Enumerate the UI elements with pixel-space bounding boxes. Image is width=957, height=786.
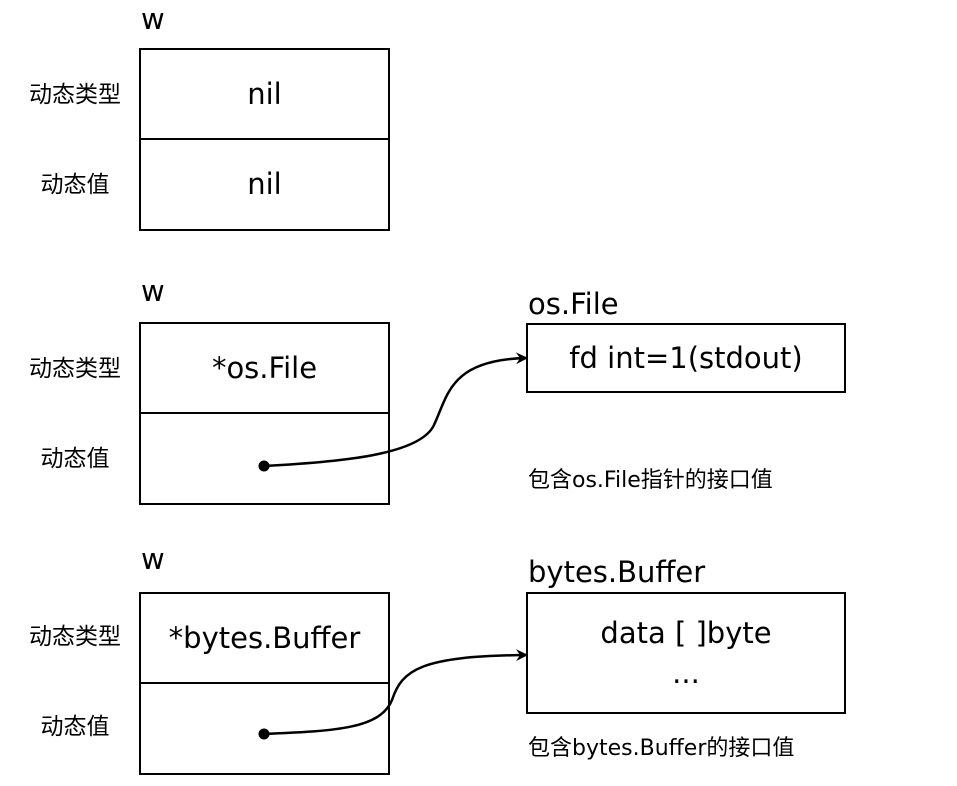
bytes-buffer-struct-box: data [ ]byte ... (526, 592, 846, 714)
diagram-caption: 包含os.File指针的接口值 (528, 468, 773, 493)
interface-value-box: *os.File (139, 322, 390, 505)
interface-value-box: *bytes.Buffer (139, 592, 390, 775)
dynamic-type-label: 动态类型 (29, 624, 121, 650)
dynamic-value-label: 动态值 (40, 714, 110, 740)
dynamic-value-cell: nil (247, 167, 282, 201)
dynamic-type-label: 动态类型 (29, 356, 121, 382)
var-name-w: w (141, 274, 165, 308)
struct-field: data [ ]byte (600, 616, 772, 650)
var-name-w: w (141, 2, 165, 36)
var-name-w: w (141, 542, 165, 576)
dynamic-type-label: 动态类型 (29, 82, 121, 108)
interface-value-box: nil nil (139, 48, 390, 231)
struct-field: fd int=1(stdout) (569, 341, 803, 375)
dynamic-type-cell: nil (141, 50, 388, 140)
dynamic-value-label: 动态值 (40, 446, 110, 472)
pointer-arrow-os-file (263, 352, 528, 468)
target-type-title: os.File (528, 287, 619, 321)
dynamic-value-label: 动态值 (40, 172, 110, 198)
dynamic-type-cell: *os.File (141, 324, 388, 414)
dynamic-type-cell: *bytes.Buffer (141, 594, 388, 684)
pointer-arrow-bytes-buffer (263, 649, 528, 736)
target-type-title: bytes.Buffer (528, 555, 706, 589)
struct-field-ellipsis: ... (672, 656, 700, 690)
diagram-caption: 包含bytes.Buffer的接口值 (528, 736, 795, 761)
